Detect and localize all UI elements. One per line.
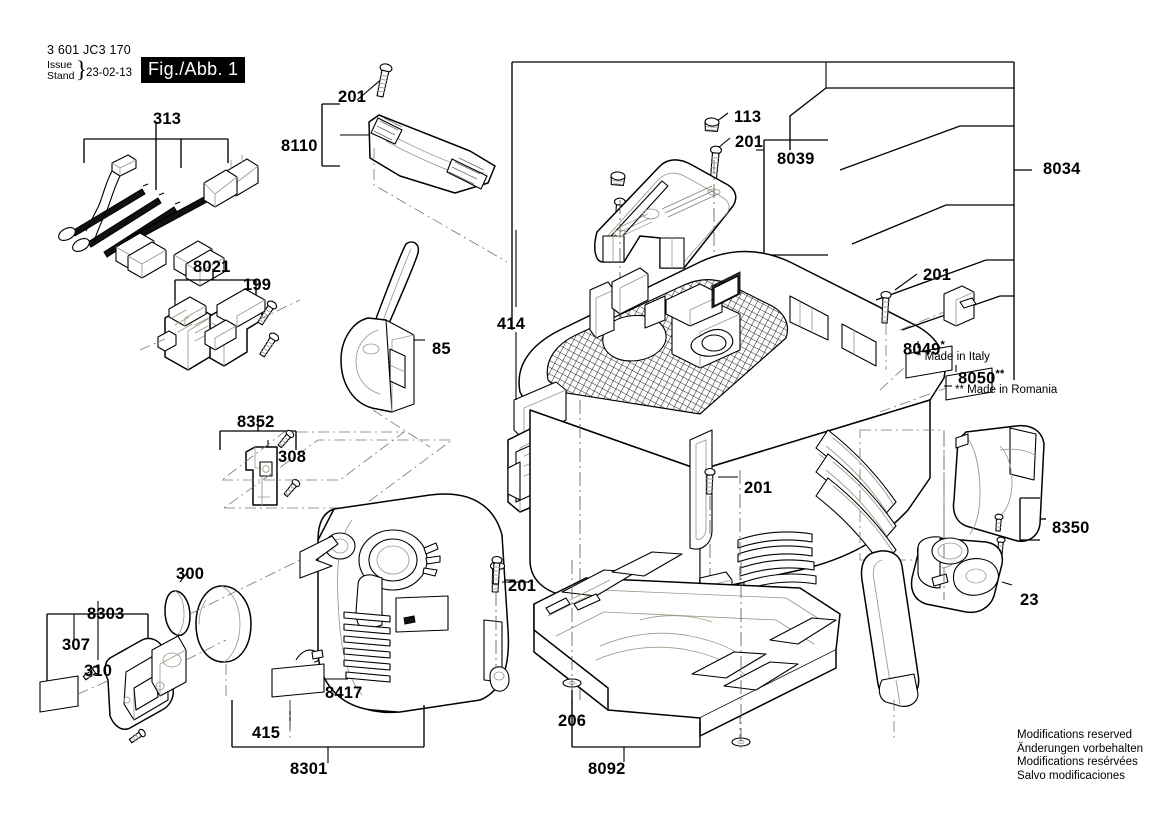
footer-line-en: Modifications reserved — [1017, 729, 1133, 741]
part-313-cable-harness — [58, 122, 259, 287]
callout-8110: 8110 — [281, 137, 318, 155]
callout-8050-marker: ** — [995, 368, 1005, 380]
figure-badge: Fig./Abb. 1 — [141, 57, 246, 83]
issue-stand-label: Issue Stand — [47, 60, 74, 81]
callout-201-mid-left: 201 — [508, 577, 537, 595]
callout-8303: 8303 — [87, 605, 125, 623]
callout-8092: 8092 — [588, 760, 626, 778]
callout-8034: 8034 — [1043, 160, 1081, 178]
callout-8301: 8301 — [290, 760, 328, 778]
part-8303-inlet-assembly — [39, 559, 301, 744]
callout-8039: 8039 — [777, 150, 815, 168]
footnote-made-in-italy: * Made in Italy — [917, 351, 990, 363]
callout-8350: 8350 — [1052, 519, 1090, 537]
callout-308: 308 — [278, 448, 307, 466]
footer-disclaimer: Modifications reserved Änderungen vorbeh… — [1017, 729, 1143, 783]
part-8301-front-housing — [231, 493, 515, 763]
footer-line-de: Änderungen vorbehalten — [1017, 742, 1143, 755]
callout-307: 307 — [62, 636, 91, 654]
footer-line-es: Salvo modificaciones — [1017, 769, 1126, 782]
callout-300: 300 — [176, 565, 205, 583]
part-8092-base-plate — [494, 551, 841, 762]
callout-8352: 8352 — [237, 413, 275, 431]
callout-206: 206 — [558, 712, 587, 730]
callout-8049-number: 8049 — [903, 340, 941, 359]
callout-310: 310 — [84, 662, 113, 680]
callout-313: 313 — [153, 110, 182, 128]
part-8034-group — [839, 125, 1032, 413]
footnote-made-in-romania: ** Made in Romania — [955, 384, 1058, 396]
part-8021-switch-module — [139, 269, 301, 371]
callout-8417: 8417 — [325, 684, 363, 702]
callout-23: 23 — [1020, 591, 1039, 609]
footer-line-fr: Modifications resérvées — [1017, 756, 1138, 769]
callout-113: 113 — [734, 108, 762, 126]
callout-199: 199 — [243, 276, 272, 294]
part-hose-loop — [860, 550, 920, 740]
callout-8049-marker: * — [940, 339, 945, 351]
callout-201-top-left: 201 — [338, 88, 367, 106]
part-8110-handle-grip — [321, 63, 508, 263]
issue-label: Issue — [47, 59, 73, 71]
part-number: 3 601 JC3 170 — [47, 43, 131, 57]
callout-201-body: 201 — [744, 479, 773, 497]
part-85-hook-bracket — [340, 241, 431, 448]
callout-201-right: 201 — [923, 266, 952, 284]
callout-8050-number: 8050 — [958, 369, 996, 388]
callout-8050: 8050** — [958, 368, 1004, 389]
issue-brace: } — [76, 57, 88, 82]
callout-85: 85 — [432, 340, 451, 358]
callout-414: 414 — [497, 315, 526, 333]
part-8350-air-duct — [859, 424, 1046, 580]
stand-label: Stand — [47, 69, 75, 82]
callout-415: 415 — [252, 724, 281, 742]
issue-date: 23-02-13 — [86, 67, 133, 79]
part-300-cap — [164, 572, 191, 637]
screw-201-mid-left — [491, 555, 503, 585]
callout-8049: 8049* — [903, 339, 945, 360]
part-8039-handle-bar — [594, 112, 828, 310]
callout-201-upper-mid: 201 — [735, 133, 764, 151]
part-8352-mounting-plate — [219, 420, 454, 509]
callout-8021: 8021 — [193, 258, 231, 276]
part-23-hose-holder — [910, 520, 1013, 614]
